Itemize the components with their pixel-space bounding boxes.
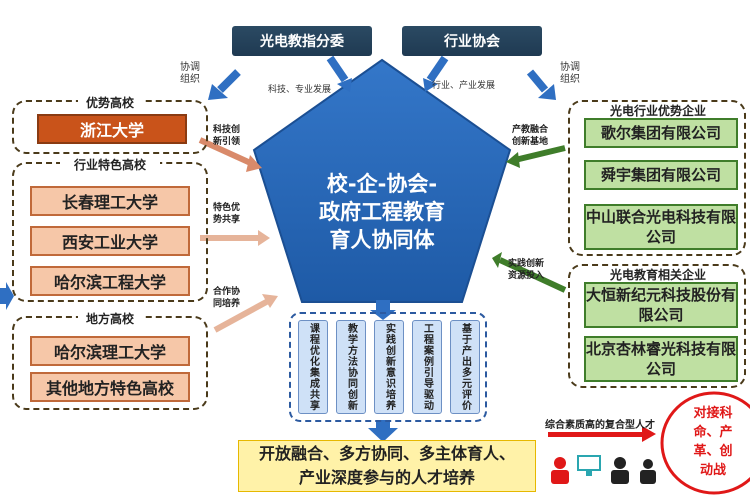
arrow-label-resources: 实践创新 资源投入 [508,259,545,281]
column-curriculum: 课程优化集成共享 [298,320,328,414]
edu-committee-label: 光电教指分委 [260,34,344,50]
arrow-left-3 [213,297,272,333]
ent-xinglin: 北京杏林睿光科技有限公司 [584,336,738,382]
red-line-2: 命、产 [693,425,733,440]
group-advantage-title: 优势高校 [78,94,142,111]
red-line-3: 革、创 [693,444,733,459]
talent-label: 综合素质高的复合型人才 [545,420,655,431]
column-evaluation: 基于产出多元评价 [450,320,480,414]
uni-other-local: 其他地方特色高校 [30,372,190,402]
group-optoelectronic-title: 光电行业优势企业 [609,104,706,118]
industry-assoc-label: 行业协会 [444,34,500,50]
group-optoelectronic [568,100,746,256]
arrow-right-1 [514,145,566,163]
screen-icon [577,455,601,471]
columns-container [289,312,487,422]
column-teaching: 教学方法协同创新 [336,320,366,414]
uni-xatu: 西安工业大学 [30,226,190,256]
uni-heu: 哈尔滨工程大学 [30,266,190,296]
column-practice: 实践创新意识培养 [374,320,404,414]
center-line-2: 政府工程教育 [319,200,445,224]
group-local-title: 地方高校 [78,310,142,327]
red-ellipse-text: 对接科 命、产 革、创 动战 [676,404,750,480]
arrow-label-innovation: 科技创 新引领 [213,125,241,147]
right-coord-label: 协调 组织 [560,62,580,85]
bottom-line-1: 开放融合、多方协同、多主体育人、 [258,444,515,463]
arrow-right-2 [498,257,567,293]
arrow-label-sharing: 特色优 势共享 [213,203,241,225]
column-cases: 工程案例引导驱动 [412,320,442,414]
arrow-right-coord [526,69,549,93]
group-education-title: 光电教育相关企业 [609,268,706,282]
industry-assoc-box: 行业协会 [402,26,542,56]
arrow-left-coord [217,69,241,93]
left-coord-label: 协调 组织 [180,62,200,85]
uni-zju: 浙江大学 [37,114,187,144]
left-sub-label: 科技、专业发展 [268,85,332,95]
bottom-summary: 开放融合、多方协同、多主体育人、 产业深度参与的人才培养 [238,440,536,492]
group-education [568,264,746,388]
center-line-1: 校-企-协会- [326,172,438,196]
edu-committee-box: 光电教指分委 [232,26,372,56]
ent-zhongshan: 中山联合光电科技有限公司 [584,204,738,250]
center-line-3: 育人协同体 [329,228,435,252]
arrow-label-cooperation: 合作协 同培养 [213,287,241,309]
right-sub-label: 行业、产业发展 [432,81,496,91]
red-line-4: 动战 [699,463,726,478]
uni-hrbust: 哈尔滨理工大学 [30,336,190,366]
arrow-edu-committee [326,55,349,83]
people-icons [551,457,656,484]
ent-sunny: 舜宇集团有限公司 [584,160,738,190]
red-ellipse [660,391,750,495]
arrow-label-base: 产教融合 创新基地 [512,125,549,147]
arrow-industry-assoc [426,55,449,83]
arrow-far-left [0,282,14,310]
group-industry-title: 行业特色高校 [60,156,160,173]
ent-daheng: 大恒新纪元科技股份有限公司 [584,282,738,328]
bottom-line-2: 产业深度参与的人才培养 [298,468,475,487]
ent-goertek: 歌尔集团有限公司 [584,118,738,148]
center-title: 校-企-协会- 政府工程教育 育人协同体 [290,170,474,254]
red-line-1: 对接科 [693,406,733,421]
arrow-left-1 [198,137,257,168]
uni-cust: 长春理工大学 [30,186,190,216]
